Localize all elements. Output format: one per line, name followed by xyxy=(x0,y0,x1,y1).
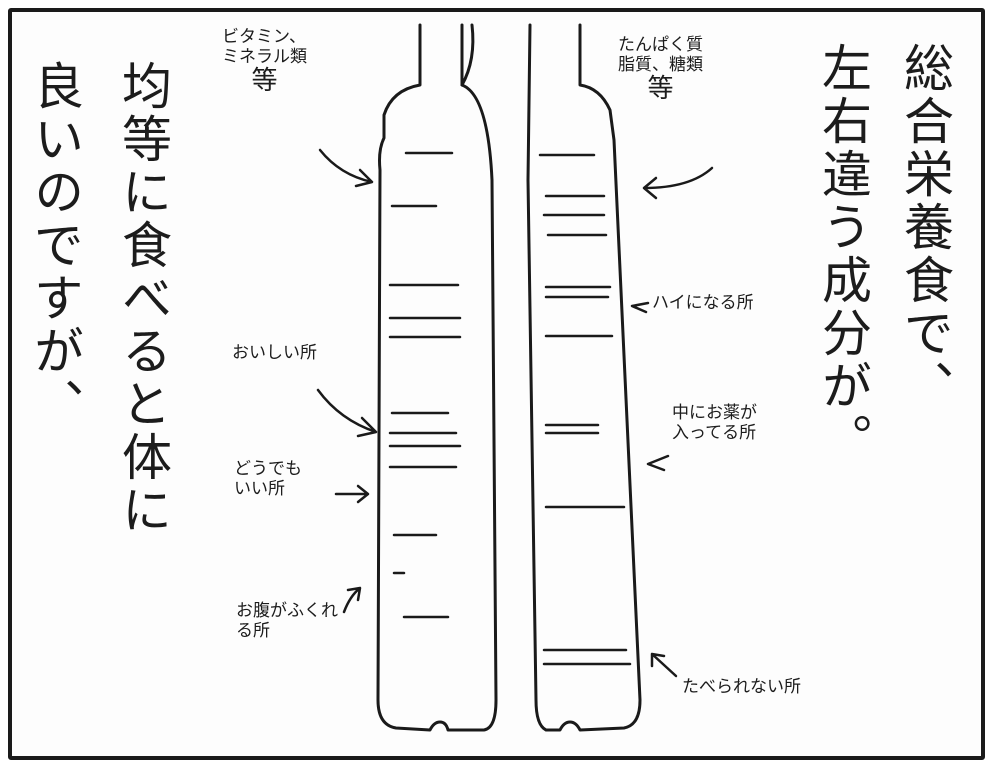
label-protein-line2: 脂質、糖類 xyxy=(618,54,703,75)
left-tube-inner xyxy=(460,23,475,87)
label-inedible-line1: たべられない所 xyxy=(682,677,801,697)
label-bulky: ハイになる所 xyxy=(652,293,754,314)
label-inedible: たべられない所 xyxy=(682,677,801,698)
arrow-bulky xyxy=(630,301,650,314)
arrow-whatever xyxy=(334,484,370,504)
label-protein-line3: 等 xyxy=(647,74,674,105)
label-poison: 中にお薬が 入ってる所 xyxy=(672,403,757,443)
label-whatever: どうでも いい所 xyxy=(234,459,302,499)
label-vitamins-line3: 等 xyxy=(251,66,278,97)
label-filling-line2: る所 xyxy=(236,620,270,641)
label-poison-line1: 中にお薬が xyxy=(672,403,757,423)
arrow-inedible xyxy=(650,652,678,678)
label-filling: お腹がふくれ る所 xyxy=(236,601,338,641)
label-vitamins-line2: ミネラル類 xyxy=(222,46,307,67)
arrow-vitamins xyxy=(318,148,374,188)
label-filling-line1: お腹がふくれ xyxy=(236,601,338,621)
narration-left-col1: 均等に食べると体に xyxy=(114,60,172,537)
label-poison-line2: 入ってる所 xyxy=(672,422,757,443)
label-tasty: おいしい所 xyxy=(232,343,317,364)
label-bulky-line1: ハイになる所 xyxy=(652,293,754,313)
right-tube-stripes xyxy=(538,153,632,666)
narration-right-col1: 総合栄養食で、 xyxy=(896,42,954,413)
arrow-poison xyxy=(646,454,670,472)
narration-right-col2: 左右違う成分が。 xyxy=(814,42,872,466)
label-protein-line1: たんぱく質 xyxy=(618,35,703,55)
label-tasty-line1: おいしい所 xyxy=(232,343,317,363)
left-tube-stripes xyxy=(388,151,462,619)
arrows xyxy=(316,148,714,678)
label-whatever-line1: どうでも xyxy=(234,459,302,479)
arrow-filling xyxy=(342,586,362,614)
arrow-tasty xyxy=(316,388,378,438)
label-vitamins-line1: ビタミン、 xyxy=(222,27,306,47)
narration-left-col2: 良いのですが、 xyxy=(26,60,84,431)
label-vitamins: ビタミン、 ミネラル類 等 xyxy=(222,27,307,97)
right-tube-outline xyxy=(526,23,642,732)
label-whatever-line2: いい所 xyxy=(234,478,285,499)
left-tube-outline xyxy=(376,23,498,732)
arrow-protein xyxy=(642,166,714,200)
label-protein: たんぱく質 脂質、糖類 等 xyxy=(618,35,703,105)
